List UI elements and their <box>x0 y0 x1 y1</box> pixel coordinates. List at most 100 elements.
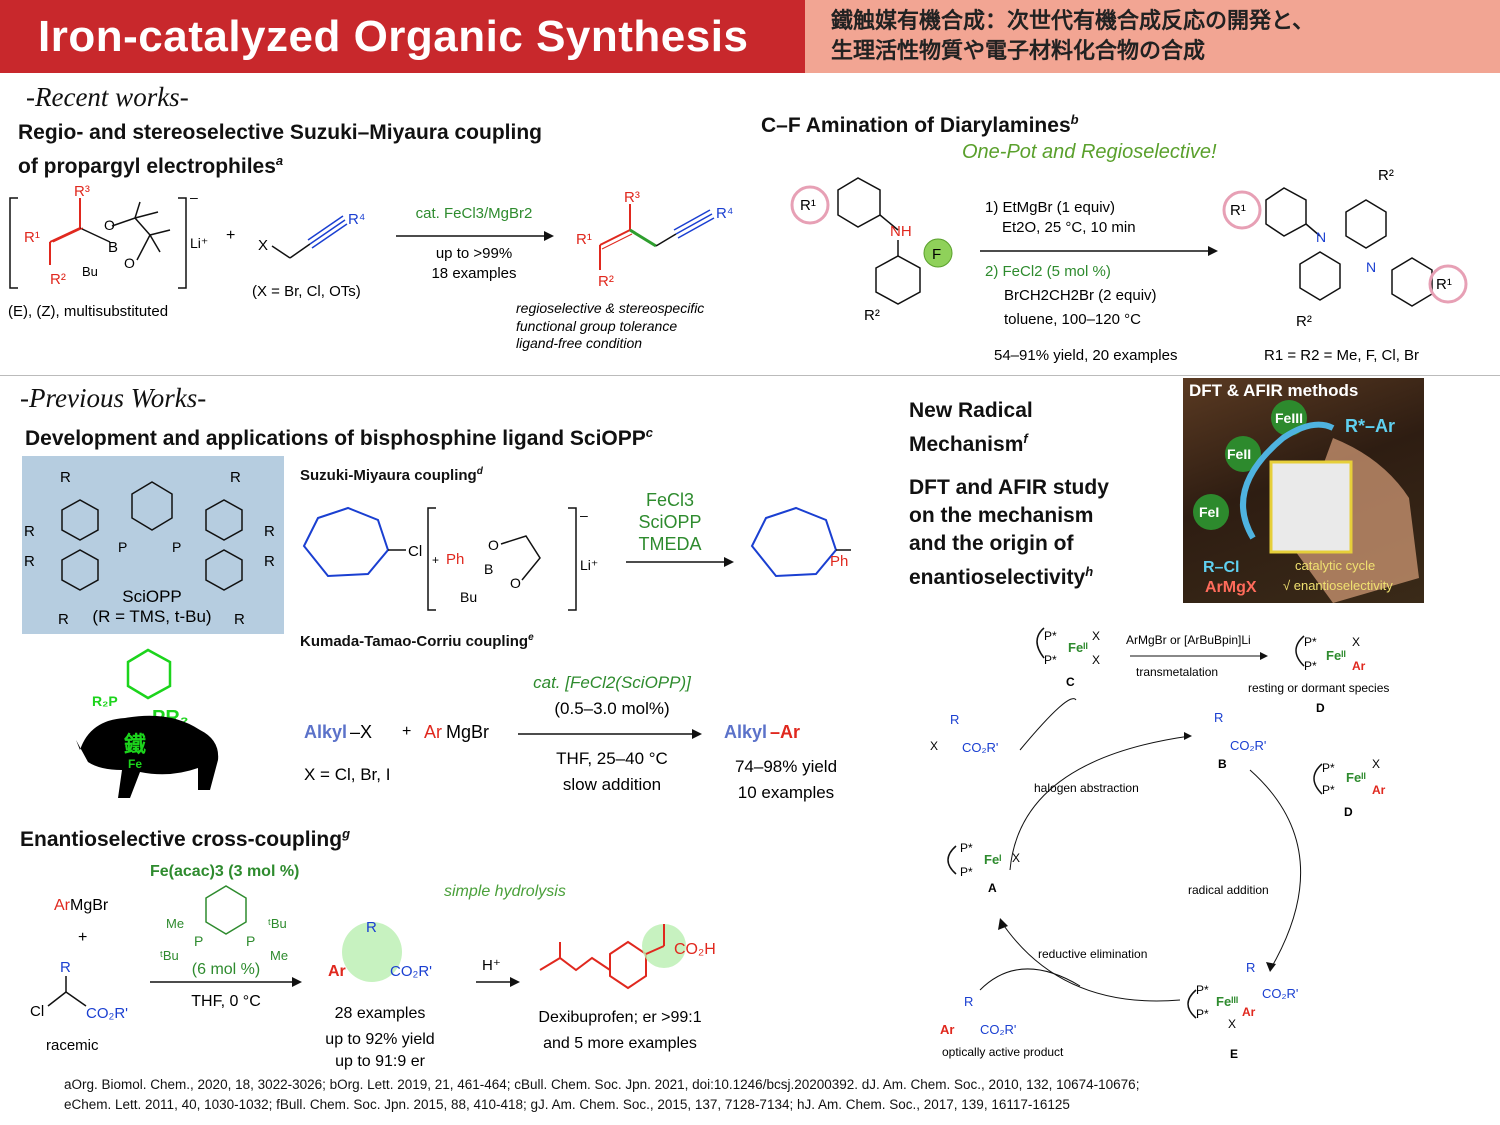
cycle-label-b: B <box>1218 757 1227 771</box>
svg-text:R¹: R¹ <box>576 231 592 248</box>
svg-text:–Ar: –Ar <box>770 722 800 742</box>
svg-text:R⁴: R⁴ <box>716 205 733 222</box>
svg-text:ᵗBu: ᵗBu <box>160 948 179 963</box>
amination-step1a: 1) EtMgBr (1 equiv) <box>985 199 1115 216</box>
svg-text:Li⁺: Li⁺ <box>580 557 598 573</box>
previous-works-label: -Previous Works- <box>20 383 207 413</box>
svg-text:P: P <box>246 933 255 949</box>
svg-text:Ph: Ph <box>830 553 848 570</box>
svg-text:R²: R² <box>598 273 614 290</box>
svg-text:Cl: Cl <box>30 1003 44 1020</box>
references-line2: eChem. Lett. 2011, 40, 1030-1032; fBull.… <box>64 1097 1070 1112</box>
svg-text:Me: Me <box>166 916 184 931</box>
iron-bull-mascot: R₂P PR₂ 鐵 Fe <box>76 648 219 798</box>
svg-text:R: R <box>24 553 35 570</box>
svg-text:X: X <box>1228 1017 1236 1031</box>
svg-text:R²: R² <box>50 271 66 288</box>
suzuki-conditions-examples: 18 examples <box>431 265 516 282</box>
borate-caption: (E), (Z), multisubstituted <box>8 303 168 320</box>
svg-text:R: R <box>60 469 71 486</box>
subtitle-line-2: 生理活性物質や電子材料化合物の合成 <box>831 38 1206 63</box>
dft-heading-line3: and the origin of <box>909 532 1074 555</box>
svg-text:R: R <box>1246 960 1255 975</box>
amination-scheme: R¹ NH F R² 1) EtMgBr (1 equiv) Et2O, 25 … <box>790 167 1468 364</box>
svg-text:R: R <box>60 959 71 976</box>
enantio-ligand-loading: (6 mol %) <box>192 961 260 978</box>
enantio-catalyst: Fe(acac)3 (3 mol %) <box>150 863 299 880</box>
svg-text:–: – <box>580 507 588 523</box>
amination-step2b: BrCH2CH2Br (2 equiv) <box>1004 287 1157 304</box>
cycle-label-d2: D <box>1344 805 1353 819</box>
amination-scope: R1 = R2 = Me, F, Cl, Br <box>1264 347 1419 364</box>
x-caption: (X = Br, Cl, OTs) <box>252 283 361 300</box>
suzuki-conditions-yield: up to >99% <box>436 245 512 262</box>
svg-text:P*: P* <box>1044 629 1057 643</box>
photo-fe2: FeII <box>1227 446 1251 462</box>
svg-text:R: R <box>230 469 241 486</box>
svg-text:Feᴵᴵ: Feᴵᴵ <box>1346 770 1366 785</box>
kumada-x-definition: X = Cl, Br, I <box>304 765 390 784</box>
svg-text:O: O <box>124 255 135 271</box>
enantio-racemic: racemic <box>46 1037 99 1054</box>
photo-enantio: √ enantioselectivity <box>1283 578 1393 593</box>
recent-works-label: -Recent works- <box>26 82 189 112</box>
enantio-conditions: THF, 0 °C <box>191 993 261 1010</box>
svg-text:Ar: Ar <box>1372 783 1386 797</box>
svg-text:R: R <box>1214 710 1223 725</box>
svg-text:N: N <box>1316 229 1326 245</box>
svg-text:Fe: Fe <box>128 757 142 771</box>
svg-text:F: F <box>932 246 941 263</box>
suzuki-heading: Regio- and stereoselective Suzuki–Miyaur… <box>18 119 542 181</box>
svg-text:R: R <box>964 994 973 1009</box>
svg-text:R¹: R¹ <box>1436 276 1452 293</box>
svg-text:R¹: R¹ <box>24 229 40 246</box>
kumada-loading: (0.5–3.0 mol%) <box>554 699 669 718</box>
svg-text:Ar: Ar <box>1242 1005 1256 1019</box>
svg-text:R₂P: R₂P <box>92 693 118 709</box>
catalytic-cycle: P*P* Feᴵᴵ XX C ArMgBr or [ArBuBpin]Li tr… <box>930 627 1389 1061</box>
cycle-resting: resting or dormant species <box>1248 681 1389 695</box>
svg-text:Alkyl: Alkyl <box>724 722 767 742</box>
radical-heading-line1: New Radical <box>909 399 1033 422</box>
svg-text:Ar: Ar <box>1352 659 1366 673</box>
svg-text:Feᴵ: Feᴵ <box>984 852 1002 867</box>
svg-text:R¹: R¹ <box>800 197 816 214</box>
suzuki-note-1: regioselective & stereospecific <box>516 300 704 316</box>
enantio-heading: Enantioselective cross-couplingg <box>20 826 351 851</box>
svg-text:R: R <box>950 712 959 727</box>
svg-text:+: + <box>432 553 439 567</box>
svg-text:Ar: Ar <box>940 1022 954 1037</box>
svg-text:–: – <box>190 189 198 205</box>
amination-heading: C–F Amination of Diarylaminesb <box>761 112 1079 137</box>
svg-text:R³: R³ <box>624 189 640 206</box>
svg-text:N: N <box>1366 259 1376 275</box>
svg-text:Ar: Ar <box>424 722 442 742</box>
svg-text:Cl: Cl <box>408 543 422 560</box>
svg-text:Ph: Ph <box>446 551 464 568</box>
svg-text:Feᴵᴵᴵ: Feᴵᴵᴵ <box>1216 994 1238 1009</box>
propargyl-suzuki-scheme: – R¹ R³ R² B O O Bu Li⁺ + X R⁴ cat. FeCl… <box>8 183 733 351</box>
svg-text:P*: P* <box>1044 653 1057 667</box>
svg-text:CO₂R': CO₂R' <box>86 1005 128 1022</box>
photo-fe1: FeI <box>1199 504 1219 520</box>
svg-text:鐵: 鐵 <box>124 732 146 757</box>
svg-text:R: R <box>24 523 35 540</box>
dft-heading: DFT and AFIR study on the mechanism and … <box>909 474 1109 592</box>
suzuki-conditions-top: cat. FeCl3/MgBr2 <box>416 205 533 222</box>
kumada-solvent: THF, 25–40 °C <box>556 749 668 768</box>
svg-text:P*: P* <box>1304 635 1317 649</box>
svg-text:Me: Me <box>270 948 288 963</box>
photo-rcl: R–Cl <box>1203 559 1239 576</box>
svg-text:ᵗBu: ᵗBu <box>268 916 287 931</box>
cycle-label-e: E <box>1230 1047 1238 1061</box>
cycle-radical-addition: radical addition <box>1188 883 1269 897</box>
references-line1: aOrg. Biomol. Chem., 2020, 18, 3022-3026… <box>64 1077 1140 1092</box>
svg-text:ArMgBr: ArMgBr <box>54 897 109 914</box>
cycle-reagent: ArMgBr or [ArBuBpin]Li <box>1126 633 1251 647</box>
sciopp-heading: Development and applications of bisphosp… <box>25 425 653 450</box>
cycle-label-c: C <box>1066 675 1075 689</box>
kumada-examples: 10 examples <box>738 783 834 802</box>
photo-armgx: ArMgX <box>1205 579 1257 596</box>
